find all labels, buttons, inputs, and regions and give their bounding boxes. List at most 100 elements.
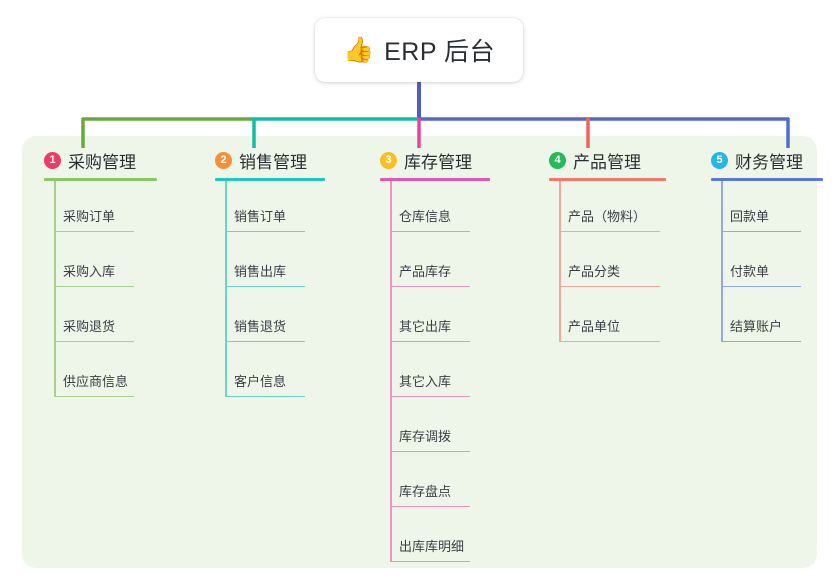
- branch-underline: [380, 178, 490, 181]
- branch-header-1[interactable]: 1 采购管理: [33, 142, 183, 178]
- leaf-underline: [721, 230, 801, 232]
- leaf-item[interactable]: 供应商信息: [33, 346, 183, 401]
- leaf-item[interactable]: 仓库信息: [369, 181, 529, 236]
- leaf-label: 产品库存: [399, 264, 452, 279]
- root-title: ERP 后台: [384, 38, 496, 66]
- leaf-item[interactable]: 产品单位: [538, 291, 713, 346]
- leaf-label: 供应商信息: [63, 374, 129, 389]
- leaf-label: 产品分类: [568, 264, 621, 279]
- branch-underline: [44, 178, 157, 181]
- branch-column-1: 1 采购管理采购订单采购入库采购退货供应商信息: [33, 142, 183, 401]
- leaf-underline: [559, 285, 660, 287]
- leaf-label: 出库库明细: [399, 539, 465, 554]
- leaf-label: 结算账户: [730, 319, 783, 334]
- leaf-label: 采购退货: [63, 319, 116, 334]
- branch-header-5[interactable]: 5 财务管理: [700, 142, 839, 178]
- leaf-label: 付款单: [730, 264, 770, 279]
- branch-title: 库存管理: [404, 152, 472, 172]
- leaf-label: 销售出库: [234, 264, 287, 279]
- branch-spine: [721, 181, 723, 342]
- leaf-label: 其它出库: [399, 319, 452, 334]
- root-node[interactable]: 👍 ERP 后台: [315, 18, 523, 82]
- leaf-underline: [54, 285, 134, 287]
- leaf-underline: [559, 340, 660, 342]
- branch-leaf-list: 销售订单销售出库销售退货客户信息: [204, 181, 354, 401]
- branch-leaf-list: 回款单付款单结算账户: [700, 181, 839, 346]
- leaf-item[interactable]: 采购订单: [33, 181, 183, 236]
- branch-number-badge: 1: [44, 151, 61, 169]
- leaf-label: 仓库信息: [399, 209, 452, 224]
- leaf-underline: [225, 395, 305, 397]
- branch-column-4: 4 产品管理产品（物料） 产品分类产品单位: [538, 142, 713, 346]
- leaf-item[interactable]: 销售出库: [204, 236, 354, 291]
- branch-underline: [549, 178, 666, 181]
- branch-underline: [711, 178, 823, 181]
- leaf-item[interactable]: 其它出库: [369, 291, 529, 346]
- branch-title: 财务管理: [735, 152, 803, 172]
- thumbs-up-icon: 👍: [342, 35, 375, 64]
- branches-panel: [22, 136, 817, 568]
- leaf-item[interactable]: 产品分类: [538, 236, 713, 291]
- leaf-label: 采购订单: [63, 209, 116, 224]
- leaf-label: 采购入库: [63, 264, 116, 279]
- leaf-label: 其它入库: [399, 374, 452, 389]
- leaf-underline: [225, 340, 305, 342]
- leaf-item[interactable]: 结算账户: [700, 291, 839, 346]
- branch-leaf-list: 产品（物料） 产品分类产品单位: [538, 181, 713, 346]
- leaf-underline: [390, 560, 470, 562]
- leaf-label: 客户信息: [234, 374, 287, 389]
- leaf-item[interactable]: 销售退货: [204, 291, 354, 346]
- leaf-underline: [225, 230, 305, 232]
- branch-number-badge: 3: [380, 151, 397, 169]
- branch-spine: [390, 181, 392, 562]
- leaf-item[interactable]: 销售订单: [204, 181, 354, 236]
- leaf-underline: [390, 285, 470, 287]
- leaf-item[interactable]: 出库库明细: [369, 511, 529, 566]
- leaf-underline: [390, 340, 470, 342]
- leaf-underline: [721, 285, 801, 287]
- leaf-underline: [54, 395, 134, 397]
- leaf-item[interactable]: 客户信息: [204, 346, 354, 401]
- branch-spine: [559, 181, 561, 342]
- branch-spine: [54, 181, 56, 397]
- leaf-underline: [390, 505, 470, 507]
- leaf-underline: [390, 450, 470, 452]
- leaf-underline: [390, 395, 470, 397]
- branch-column-2: 2 销售管理销售订单销售出库销售退货客户信息: [204, 142, 354, 401]
- branch-header-3[interactable]: 3 库存管理: [369, 142, 529, 178]
- leaf-label: 产品单位: [568, 319, 621, 334]
- leaf-label: 回款单: [730, 209, 770, 224]
- leaf-underline: [54, 340, 134, 342]
- leaf-item[interactable]: 库存调拨: [369, 401, 529, 456]
- branch-spine: [225, 181, 227, 397]
- branch-number-badge: 5: [711, 151, 728, 169]
- branch-title: 采购管理: [68, 152, 136, 172]
- leaf-item[interactable]: 回款单: [700, 181, 839, 236]
- leaf-underline: [390, 230, 470, 232]
- leaf-item[interactable]: 库存盘点: [369, 456, 529, 511]
- branch-header-4[interactable]: 4 产品管理: [538, 142, 713, 178]
- branch-title: 销售管理: [239, 152, 307, 172]
- branch-column-5: 5 财务管理回款单付款单结算账户: [700, 142, 839, 346]
- branch-title: 产品管理: [573, 152, 641, 172]
- leaf-label: 库存调拨: [399, 429, 452, 444]
- leaf-underline: [54, 230, 134, 232]
- leaf-item[interactable]: 其它入库: [369, 346, 529, 401]
- leaf-label: 销售退货: [234, 319, 287, 334]
- branch-header-2[interactable]: 2 销售管理: [204, 142, 354, 178]
- leaf-item[interactable]: 采购退货: [33, 291, 183, 346]
- branch-number-badge: 4: [549, 151, 566, 169]
- branch-underline: [215, 178, 325, 181]
- leaf-item[interactable]: 采购入库: [33, 236, 183, 291]
- branch-column-3: 3 库存管理仓库信息产品库存其它出库其它入库库存调拨库存盘点出库库明细: [369, 142, 529, 566]
- leaf-item[interactable]: 付款单: [700, 236, 839, 291]
- branch-number-badge: 2: [215, 151, 232, 169]
- leaf-label: 销售订单: [234, 209, 287, 224]
- leaf-item[interactable]: 产品库存: [369, 236, 529, 291]
- branch-leaf-list: 仓库信息产品库存其它出库其它入库库存调拨库存盘点出库库明细: [369, 181, 529, 566]
- leaf-underline: [721, 340, 801, 342]
- leaf-underline: [225, 285, 305, 287]
- leaf-label: 产品（物料）: [568, 209, 647, 224]
- leaf-item[interactable]: 产品（物料）: [538, 181, 713, 236]
